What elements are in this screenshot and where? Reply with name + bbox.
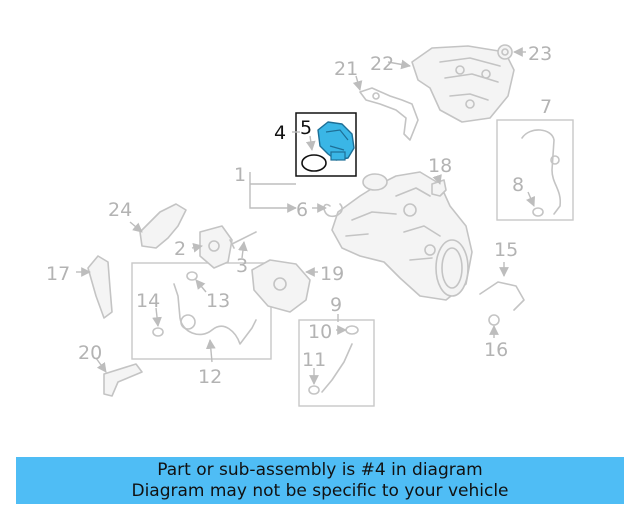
washer-part-10 [345,325,359,335]
callout-16: 16 [484,339,508,361]
callout-19: 19 [320,263,344,285]
nut-part-23 [497,44,513,60]
washer-part-8 [532,207,544,217]
pipe-part-9 [321,343,353,393]
washer-part-14 [152,327,164,337]
callout-14: 14 [136,290,160,312]
bracket-part-20 [103,363,143,397]
callout-6: 6 [296,199,308,221]
callout-labels: 1 2 3 4 5 6 7 8 9 10 11 12 13 14 15 16 1… [46,43,552,388]
callout-13: 13 [206,290,230,312]
callout-2: 2 [174,238,186,260]
highlighted-part-4 [317,121,355,161]
washer-part-13 [186,271,198,281]
callout-1: 1 [234,164,246,186]
pipe-fitting-7 [550,155,560,165]
callout-4: 4 [274,122,286,144]
callout-3: 3 [236,255,248,277]
group-box-12 [131,262,272,360]
group-box-4-highlight [295,112,357,177]
callout-23: 23 [528,43,552,65]
manifold-bracket-part [359,45,515,141]
callout-15: 15 [494,239,518,261]
heat-shield-part-19 [251,259,311,313]
bracket-part-17 [87,255,113,319]
washer-part-11 [308,385,320,395]
callout-8: 8 [512,174,524,196]
group-box-9 [298,319,375,407]
callout-7: 7 [540,96,552,118]
parts-diagram: 1 2 3 4 5 6 7 8 9 10 11 12 13 14 15 16 1… [46,43,574,407]
callout-22: 22 [370,53,394,75]
banner-line-1: Part or sub-assembly is #4 in diagram [157,459,483,480]
callout-11: 11 [302,349,326,371]
callout-24: 24 [108,199,132,221]
callout-9: 9 [330,294,342,316]
callout-20: 20 [78,342,102,364]
gasket-part-2 [199,225,233,269]
hose-part-24 [139,203,187,249]
bolt-part-3 [229,231,257,249]
callout-18: 18 [428,155,452,177]
callout-17: 17 [46,263,70,285]
pipe-part-15 [479,281,525,311]
leader-lines [76,47,536,385]
callout-10: 10 [308,321,332,343]
banner-line-2: Diagram may not be specific to your vehi… [131,480,509,501]
callout-12: 12 [198,366,222,388]
turbocharger-part [331,171,473,301]
callout-21: 21 [334,58,358,80]
washer-part-16 [488,314,500,326]
o-ring-part-5 [301,154,327,172]
info-banner: Part or sub-assembly is #4 in diagram Di… [16,457,624,504]
callout-5: 5 [300,117,312,139]
group-box-7 [496,119,574,221]
pipe-part-7 [521,129,562,215]
